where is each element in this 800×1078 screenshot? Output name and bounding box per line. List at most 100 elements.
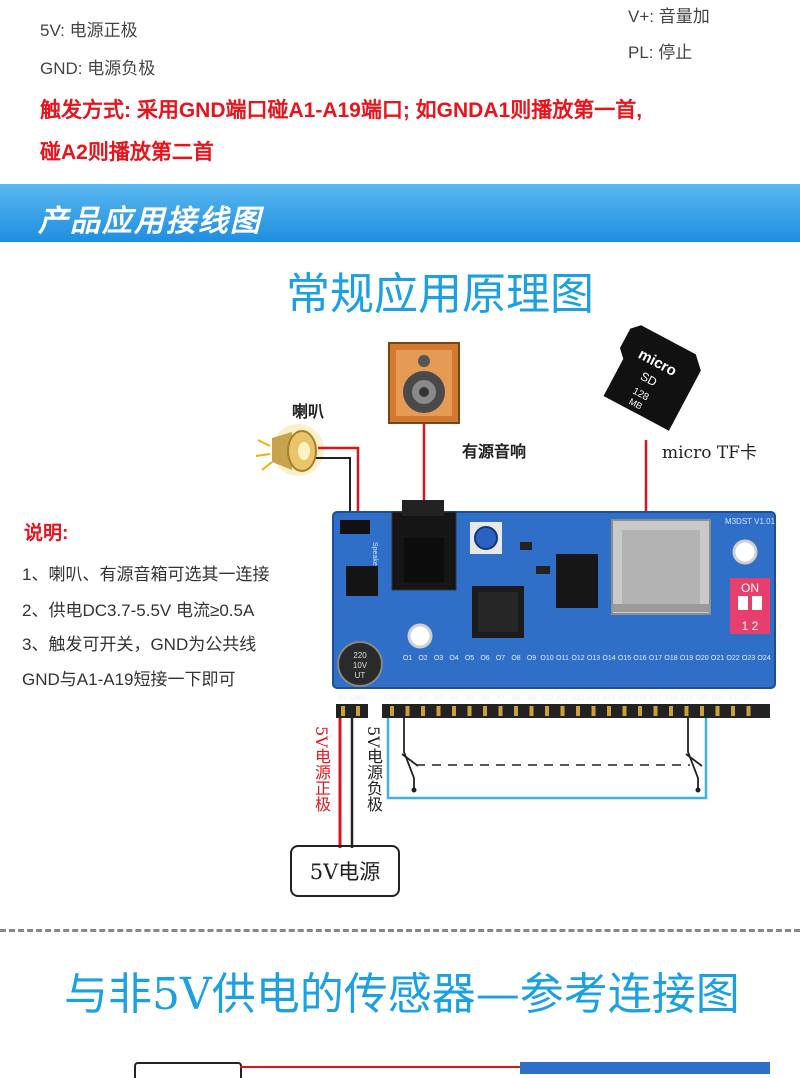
note-item-1: 1、喇叭、有源音箱可选其一连接 bbox=[22, 565, 270, 584]
banner-title: 产品应用接线图 bbox=[38, 205, 262, 238]
header-pin bbox=[498, 706, 503, 716]
pin-label-top: O5 bbox=[465, 655, 474, 662]
pin-label-bottom: GND bbox=[384, 695, 400, 702]
pin-label-top: O1 bbox=[403, 655, 412, 662]
header-pin bbox=[622, 706, 627, 716]
header-pin bbox=[560, 706, 565, 716]
pin-label-bottom: A11 bbox=[557, 695, 569, 702]
cap-label-1: 220 bbox=[353, 651, 367, 660]
pin-label-top: O22 bbox=[726, 655, 739, 662]
header-pin bbox=[653, 706, 658, 716]
note-item-3: 3、触发可开关，GND为公共线 bbox=[22, 635, 257, 654]
header-pin bbox=[405, 706, 410, 716]
pin-label-top: O19 bbox=[680, 655, 693, 662]
pin-label-top: O16 bbox=[633, 655, 646, 662]
header-pin bbox=[591, 706, 596, 716]
pin-label-bottom: A9 bbox=[527, 695, 536, 702]
header-pin bbox=[715, 706, 720, 716]
tf-card-icon: micro SD 128 MB bbox=[603, 325, 701, 431]
pin-label-top: O23 bbox=[742, 655, 755, 662]
mp3-board: Speaker ON 1 2 M3DST V1.01 2 bbox=[332, 500, 776, 702]
pin-label-top: O24 bbox=[757, 655, 770, 662]
section-divider bbox=[0, 929, 800, 932]
active-speaker-label: 有源音响 bbox=[462, 442, 527, 461]
header-pin bbox=[529, 706, 534, 716]
header-pin bbox=[700, 706, 704, 716]
speaker-silk: Speaker bbox=[371, 542, 378, 569]
speaker-label: 喇叭 bbox=[292, 402, 325, 421]
pin-label-top: O21 bbox=[711, 655, 724, 662]
header-pin bbox=[576, 706, 580, 716]
dip-number-label: 1 2 bbox=[742, 619, 759, 633]
header-pin bbox=[341, 706, 345, 716]
pin-note-pl: PL: 停止 bbox=[628, 43, 693, 62]
header-pin bbox=[436, 706, 441, 716]
pin-label-bottom: A14 bbox=[603, 695, 616, 702]
pin-note-gnd: GND: 电源负极 bbox=[40, 59, 156, 78]
header-pin bbox=[421, 706, 425, 716]
header-pin bbox=[638, 706, 642, 716]
pin-label-top: O3 bbox=[434, 655, 443, 662]
pin-label-power: 5V bbox=[339, 695, 348, 702]
pin-label-top: O6 bbox=[480, 655, 489, 662]
pin-label-top: O8 bbox=[511, 655, 520, 662]
cap-label-2: 10V bbox=[353, 661, 368, 670]
note-item-2: 2、供电DC3.7-5.5V 电流≥0.5A bbox=[22, 601, 255, 620]
tf-card-label: micro TF卡 bbox=[662, 443, 757, 463]
speaker-icon bbox=[255, 424, 324, 476]
board-model: M3DST V1.01 bbox=[725, 517, 776, 526]
section2-title: 与非5V供电的传感器—参考连接图 bbox=[64, 969, 740, 1020]
pin-label-bottom: A1 bbox=[403, 695, 412, 702]
pin-label-bottom: A13 bbox=[587, 695, 600, 702]
pin-label-top: O7 bbox=[496, 655, 505, 662]
pin-label-bottom: A17 bbox=[649, 695, 662, 702]
header-pin bbox=[514, 706, 518, 716]
power-negative-label: 5V电源负极 bbox=[364, 726, 383, 812]
pin-label-bottom: A15 bbox=[618, 695, 631, 702]
pin-label-top: O15 bbox=[618, 655, 631, 662]
pin-note-vplus: V+: 音量加 bbox=[628, 7, 710, 26]
cap-label-3: UT bbox=[355, 671, 366, 680]
pin-label-bottom: A2 bbox=[419, 695, 428, 702]
trigger-text-line1: 触发方式: 采用GND端口碰A1-A19端口; 如GNDA1则播放第一首, bbox=[40, 99, 643, 122]
pin-label-bottom: A10 bbox=[541, 695, 554, 702]
header-pin bbox=[356, 706, 360, 716]
pin-label-power: GND bbox=[350, 695, 366, 702]
section1-title: 常规应用原理图 bbox=[286, 269, 594, 320]
pin-label-top: O9 bbox=[527, 655, 536, 662]
header-pin bbox=[467, 706, 472, 716]
pin-label-bottom: A12 bbox=[572, 695, 585, 702]
pin-label-top: O4 bbox=[449, 655, 458, 662]
pin-note-5v: 5V: 电源正极 bbox=[40, 21, 138, 40]
pin-label-top: O17 bbox=[649, 655, 662, 662]
pin-label-bottom: A7 bbox=[496, 695, 505, 702]
pin-label-bottom: A16 bbox=[634, 695, 647, 702]
pin-label-top: O20 bbox=[695, 655, 708, 662]
power-positive-label: 5V电源正极 bbox=[312, 726, 331, 812]
next-diagram-board bbox=[520, 1062, 770, 1074]
pin-label-top: O14 bbox=[602, 655, 615, 662]
trigger-text-line2: 碰A2则播放第二首 bbox=[40, 141, 214, 164]
section-banner bbox=[0, 184, 800, 242]
header-pin bbox=[746, 706, 751, 716]
note-item-4: GND与A1-A19短接一下即可 bbox=[22, 670, 236, 689]
notes-title: 说明: bbox=[24, 523, 69, 544]
power-supply-box: 5V电源 bbox=[290, 845, 400, 897]
pin-label-top: O12 bbox=[571, 655, 584, 662]
header-pin bbox=[483, 706, 487, 716]
header-pin bbox=[545, 706, 549, 716]
next-diagram-box bbox=[134, 1062, 242, 1078]
pin-label-bottom: UP bbox=[697, 695, 707, 702]
pin-label-top: O18 bbox=[664, 655, 677, 662]
pin-label-bottom: A4 bbox=[450, 695, 459, 702]
pin-label-top: O10 bbox=[540, 655, 553, 662]
pin-label-top: O2 bbox=[418, 655, 427, 662]
pin-label-bottom: A6 bbox=[481, 695, 490, 702]
pin-label-top: O13 bbox=[587, 655, 600, 662]
active-speaker-icon bbox=[388, 342, 460, 424]
pin-label-bottom: PL bbox=[744, 695, 753, 702]
header-pin bbox=[669, 706, 673, 716]
pin-label-bottom: A19 bbox=[680, 695, 693, 702]
pin-label-bottom: A3 bbox=[434, 695, 443, 702]
